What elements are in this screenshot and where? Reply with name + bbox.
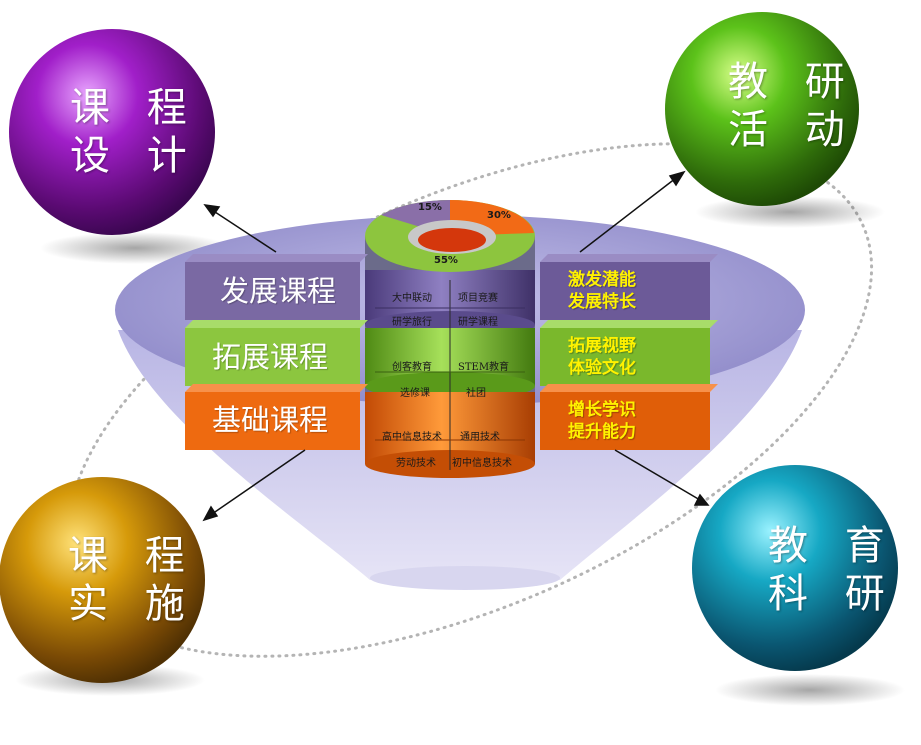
sphere-label-line: 设 计 [70,133,199,179]
goal-line: 提升能力 [568,422,636,442]
cylinder-item: 项目竞赛 [458,293,498,304]
band-panel-right-3 [540,392,710,450]
band-panel-left-2 [185,328,360,386]
band-goal-extension: 拓展视野 体验文化 [568,335,636,379]
arrow-to-top-left [211,209,277,253]
pie-label-55: 55% [434,255,458,266]
sphere-label-teaching-research: 教 研 活 动 [728,58,857,154]
goal-line: 拓展视野 [568,336,636,356]
arrow-to-bottom-left [211,449,306,515]
sphere-label-course-implementation: 课 程 实 施 [68,532,197,628]
cylinder-item: 初中信息技术 [452,458,512,469]
sphere-label-line: 教 育 [768,523,897,569]
sphere-label-line: 实 施 [68,581,197,627]
sphere-course-design [9,29,215,235]
sphere-education-research [692,465,898,671]
goal-line: 激发潜能 [568,270,636,290]
band-panel-left-1 [185,262,360,320]
sphere-course-implementation [0,477,205,683]
pie-label-15: 15% [418,202,442,213]
sphere-label-line: 科 研 [768,571,897,617]
sphere-label-line: 课 程 [68,533,197,579]
cylinder-item: 创客教育 [392,362,432,373]
arrow-to-top-right [579,177,677,253]
cylinder-item: 研学旅行 [392,317,432,328]
band-panel-right-1 [540,262,710,320]
band-name-extension: 拓展课程 [212,340,329,374]
sphere-label-line: 课 程 [70,85,199,131]
arrow-to-bottom-right [614,449,701,501]
cylinder-item: 选修课 [400,388,430,399]
cylinder-item: STEM教育 [458,362,510,373]
cylinder-item: 劳动技术 [396,458,436,469]
goal-line: 增长学识 [568,400,636,420]
band-panel-left-3 [185,392,360,450]
cylinder-item: 大中联动 [392,293,432,304]
goal-line: 体验文化 [568,358,636,378]
sphere-label-line: 活 动 [728,107,857,153]
band-panel-right-2 [540,328,710,386]
band-name-foundation: 基础课程 [212,403,329,437]
cylinder-item: 研学课程 [458,317,498,328]
bowl-bottom [370,566,560,590]
band-goal-foundation: 增长学识 提升能力 [568,399,636,443]
cylinder-item: 通用技术 [460,432,500,443]
sphere-label-course-design: 课 程 设 计 [70,84,199,180]
sphere-label-line: 教 研 [728,59,857,105]
sphere-label-education-research: 教 育 科 研 [768,522,897,618]
sphere-teaching-research [665,12,859,206]
pie-label-30: 30% [487,210,511,221]
cylinder-item: 高中信息技术 [382,432,442,443]
cylinder-item: 社团 [466,388,486,399]
band-goal-development: 激发潜能 发展特长 [568,269,636,313]
goal-line: 发展特长 [568,292,636,312]
band-name-development: 发展课程 [220,274,337,308]
